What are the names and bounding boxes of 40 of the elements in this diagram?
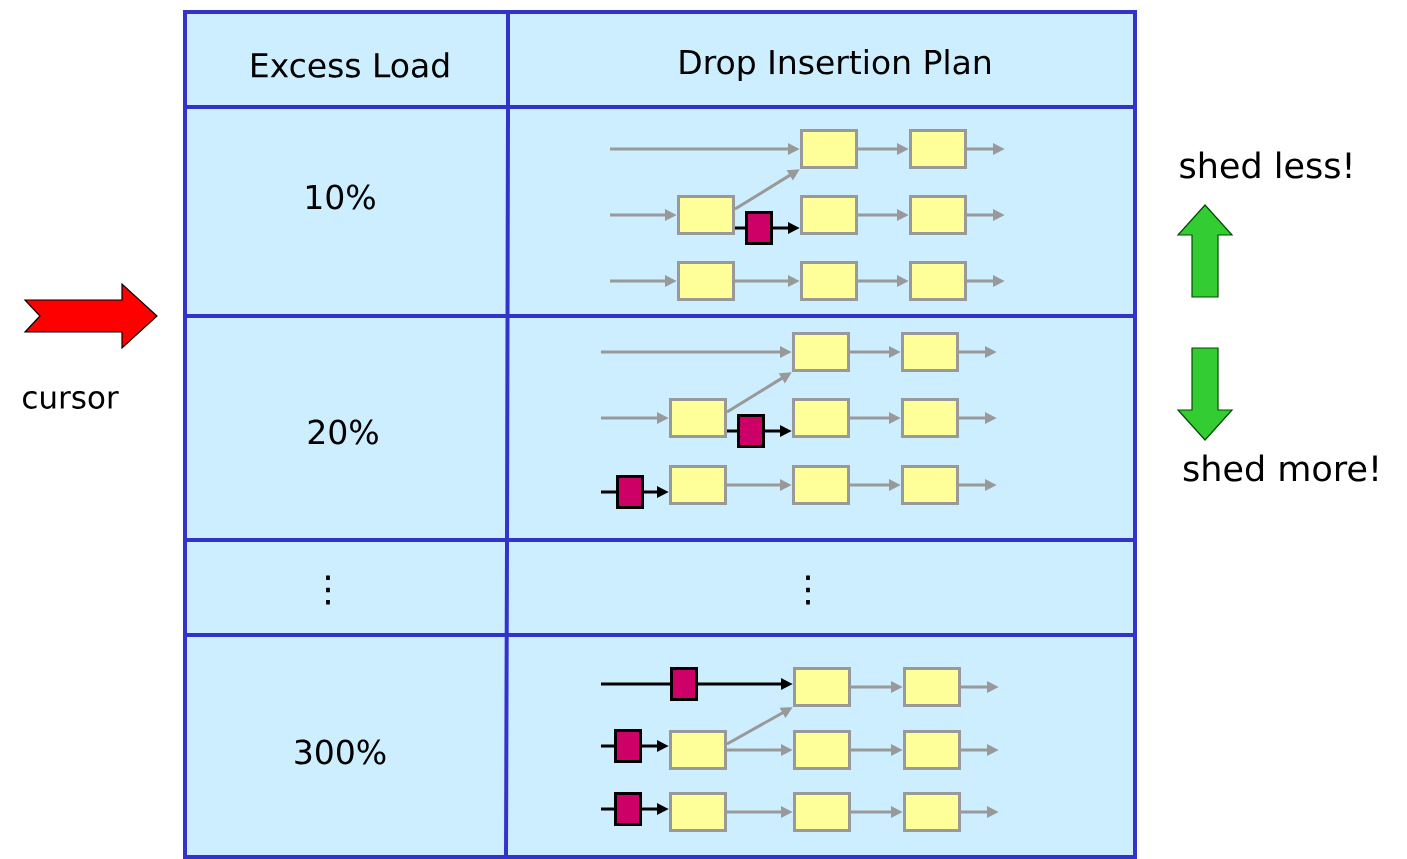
operator-box xyxy=(793,667,851,707)
operator-box xyxy=(792,398,850,438)
cell-text: 300% xyxy=(295,739,386,765)
operator-box xyxy=(800,129,858,169)
cell-text: 10% xyxy=(306,184,375,210)
operator-box xyxy=(901,465,959,505)
hint-text: shed less! xyxy=(1180,151,1351,179)
operator-box xyxy=(909,129,967,169)
operator-box xyxy=(792,332,850,372)
operator-box xyxy=(800,195,858,235)
operator-box xyxy=(909,261,967,301)
drop-box xyxy=(616,475,644,509)
operator-box xyxy=(793,730,851,770)
cell-text: 20% xyxy=(308,419,378,445)
operator-box xyxy=(903,792,961,832)
drop-box xyxy=(670,667,698,701)
drop-box xyxy=(745,211,773,245)
operator-box xyxy=(793,792,851,832)
operator-box xyxy=(669,792,727,832)
drop-box xyxy=(737,414,765,448)
operator-box xyxy=(677,195,735,235)
header-text: Excess Load xyxy=(252,52,449,78)
drop-box xyxy=(614,792,642,826)
operator-box xyxy=(901,398,959,438)
operator-box xyxy=(669,730,727,770)
ellipsis-text: ⋮ xyxy=(326,575,330,605)
operator-box xyxy=(792,465,850,505)
hint-text: shed more! xyxy=(1183,454,1377,482)
operator-box xyxy=(909,195,967,235)
cursor-label: cursor xyxy=(23,391,119,409)
operator-box xyxy=(669,465,727,505)
operator-box xyxy=(677,261,735,301)
operator-box xyxy=(800,261,858,301)
operator-box xyxy=(669,398,727,438)
operator-box xyxy=(903,730,961,770)
operator-box xyxy=(903,667,961,707)
ellipsis-text: ⋮ xyxy=(806,575,810,605)
header-text: Drop Insertion Plan xyxy=(680,49,990,81)
operator-box xyxy=(901,332,959,372)
drop-box xyxy=(614,729,642,763)
